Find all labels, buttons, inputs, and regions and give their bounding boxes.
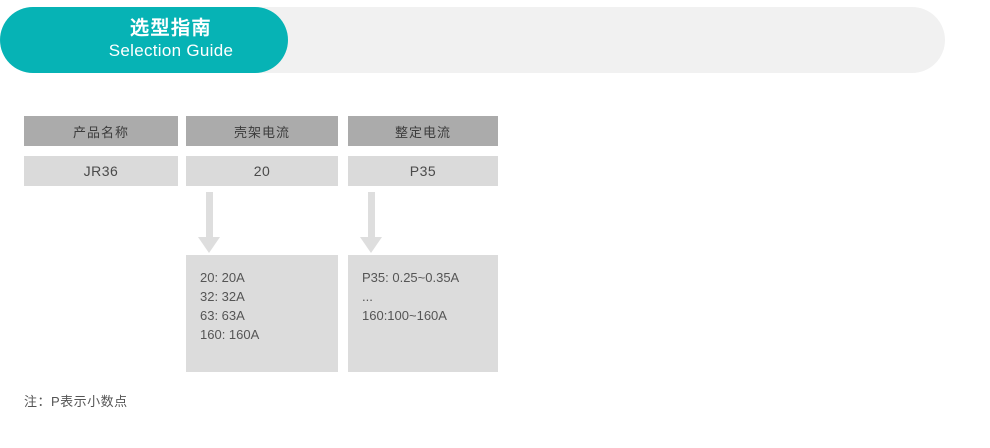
table-column-setting-current: 整定电流 P35 <box>348 116 498 186</box>
column-header: 整定电流 <box>348 116 498 146</box>
arrow-stem <box>206 192 213 239</box>
banner-pill: 选型指南 Selection Guide <box>0 7 288 73</box>
banner-title-chinese: 选型指南 <box>129 18 212 40</box>
column-value: JR36 <box>24 156 178 186</box>
arrow-head <box>360 237 382 253</box>
column-value: 20 <box>186 156 338 186</box>
table-column-product-name: 产品名称 JR36 <box>24 116 178 186</box>
detail-line: ... <box>362 289 373 304</box>
down-arrow-icon <box>360 192 384 254</box>
column-header: 产品名称 <box>24 116 178 146</box>
table-column-frame-current: 壳架电流 20 <box>186 116 338 186</box>
arrow-head <box>198 237 220 253</box>
arrow-stem <box>368 192 375 239</box>
detail-line: 160: 160A <box>200 327 260 342</box>
detail-line: 32: 32A <box>200 289 245 304</box>
detail-line: 63: 63A <box>200 308 245 323</box>
down-arrow-icon <box>198 192 222 254</box>
banner-title-english: Selection Guide <box>108 41 234 61</box>
selection-guide-banner: 选型指南 Selection Guide <box>0 7 945 73</box>
detail-line: 20: 20A <box>200 270 245 285</box>
detail-box-setting-current: P35: 0.25~0.35A ... 160:100~160A <box>348 255 498 372</box>
footnote-text: 注：P表示小数点 <box>24 394 128 409</box>
column-header: 壳架电流 <box>186 116 338 146</box>
detail-line: 160:100~160A <box>362 308 447 323</box>
detail-box-frame-current: 20: 20A 32: 32A 63: 63A 160: 160A <box>186 255 338 372</box>
column-value: P35 <box>348 156 498 186</box>
detail-line: P35: 0.25~0.35A <box>362 270 460 285</box>
